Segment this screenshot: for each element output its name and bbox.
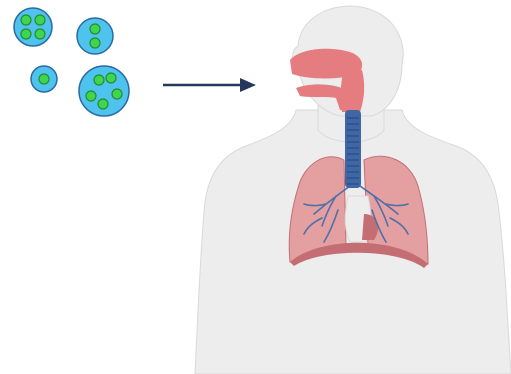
droplet-cluster-1 xyxy=(31,66,57,92)
particle xyxy=(112,89,122,99)
droplet-4-particles-icon xyxy=(14,8,52,46)
arrow-right-icon xyxy=(163,78,256,92)
droplet-cluster-2 xyxy=(77,18,113,54)
particle xyxy=(21,15,31,25)
particle xyxy=(39,74,49,84)
particle xyxy=(106,73,116,83)
particle xyxy=(98,99,108,109)
particle xyxy=(94,75,104,85)
trachea xyxy=(345,110,361,188)
particle xyxy=(90,24,100,34)
particle xyxy=(21,29,31,39)
particle xyxy=(90,38,100,48)
droplet-cluster-5 xyxy=(79,66,129,116)
throat xyxy=(341,70,364,112)
particle xyxy=(86,91,96,101)
human-respiratory-system-icon xyxy=(195,6,511,374)
droplet-cluster-4 xyxy=(14,8,52,46)
particle xyxy=(35,29,45,39)
particle xyxy=(35,15,45,25)
